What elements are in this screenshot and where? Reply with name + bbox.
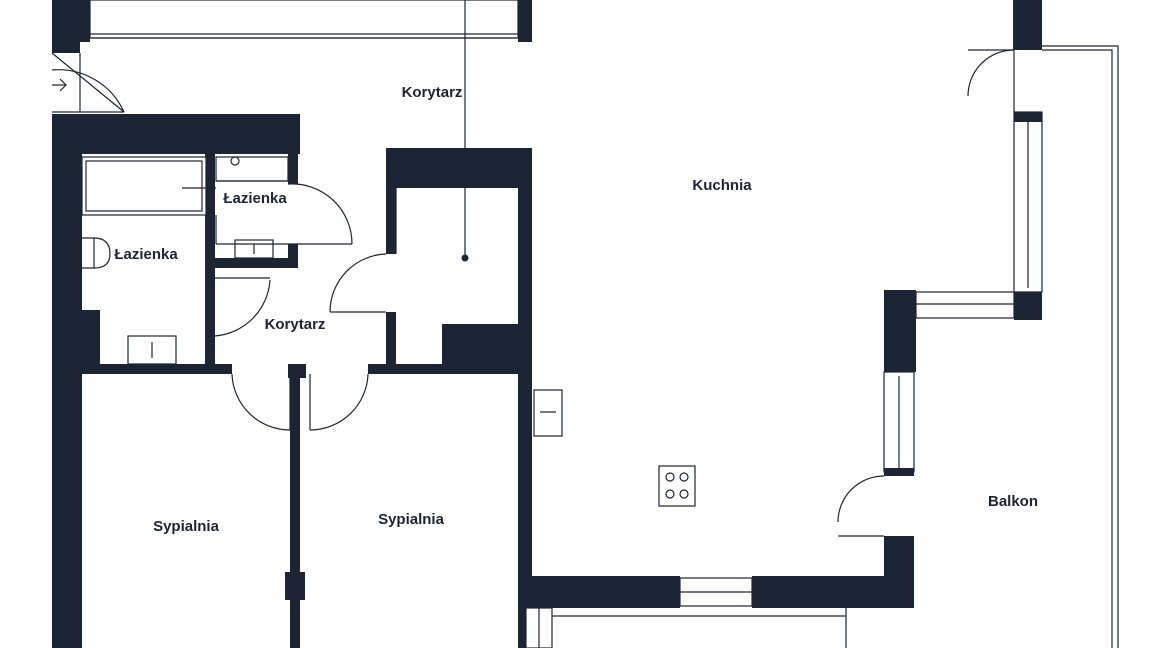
right-walls	[883, 111, 1043, 476]
wall-small-bath-right-lower	[288, 244, 298, 268]
small-bathroom-door	[215, 183, 353, 245]
wall-small-bath-right	[288, 154, 298, 184]
wall-core-right	[518, 148, 532, 648]
label-bedroom-left: Sypialnia	[153, 518, 220, 535]
bedroom-left-door-arc	[231, 373, 291, 431]
top-window	[89, 0, 519, 39]
wall-core-left	[386, 148, 396, 254]
bedroom-right-door-arc	[309, 373, 369, 431]
wall-small-bath-bottom	[215, 258, 295, 268]
sink-icon	[234, 239, 274, 259]
wall-right-corner	[1014, 290, 1042, 320]
wall-core-bottom-block	[442, 324, 532, 372]
toilet-icon	[82, 237, 111, 269]
sink-icon-kitchen	[533, 389, 563, 437]
balcony-door-bottom-arc	[837, 475, 885, 523]
wall-top-left	[52, 0, 80, 53]
wall-bedroom-left-top	[82, 364, 232, 374]
wall-top-right	[1013, 0, 1042, 50]
wall-window-cap-top	[1014, 112, 1042, 122]
label-kitchen: Kuchnia	[692, 177, 752, 194]
wall-left-inner	[82, 310, 100, 374]
label-corridor-middle: Korytarz	[265, 316, 326, 333]
wall-bedroom-divider	[290, 374, 300, 648]
bottom-window-strip	[525, 607, 846, 648]
label-bedroom-right: Sypialnia	[378, 511, 445, 528]
wall-core-top	[386, 148, 532, 188]
large-bathroom-door-arc	[214, 279, 271, 337]
wall-left-outer	[52, 114, 82, 648]
balcony-window-horizontal	[915, 291, 1015, 319]
wall-core-left-lower	[386, 312, 396, 370]
cooktop-icon	[658, 465, 696, 507]
wall-top-middle	[518, 0, 532, 42]
balcony-railing-inner	[1042, 49, 1113, 648]
entrance-door-leaf	[51, 52, 125, 113]
wall-bath-divider	[205, 154, 215, 266]
wall-bath-large-right	[205, 266, 215, 366]
wall-window-cap	[884, 468, 914, 476]
wall-bath-top	[52, 114, 300, 154]
balcony-outline	[845, 45, 1119, 648]
shaft-point	[461, 254, 469, 262]
balcony-door-top-arc	[967, 49, 1015, 97]
closet-door-arc	[329, 253, 387, 313]
shower-icon	[215, 156, 289, 182]
balcony-railing-outer	[1042, 45, 1119, 648]
central-core	[386, 148, 532, 648]
wall-kitchen-bottom-left	[528, 576, 680, 608]
arrow-right-icon	[52, 78, 67, 92]
top-walls	[52, 0, 1042, 53]
wall-bedroom-divider-column	[285, 572, 305, 600]
wall-top-left-jamb	[80, 0, 90, 42]
bedroom-right-door	[309, 373, 369, 431]
entrance-door-arc	[51, 69, 125, 113]
kitchen-bottom-walls	[528, 536, 914, 608]
bedroom-left-door	[231, 373, 291, 431]
label-balcony: Balkon	[988, 493, 1038, 510]
wall-kitchen-bottom-corner	[884, 536, 914, 608]
top-window-frame	[89, 0, 519, 39]
wall-right-mid-upper	[884, 290, 916, 372]
large-bathroom-door	[214, 277, 271, 337]
small-bathroom-door-arc	[287, 183, 353, 245]
entrance-door	[51, 52, 125, 113]
balcony-door-bottom	[837, 475, 885, 537]
closet-door	[329, 253, 387, 313]
label-bathroom-small: Łazienka	[223, 190, 287, 207]
balcony-door-top	[967, 49, 1015, 112]
label-bathroom-large: Łazienka	[114, 246, 178, 263]
bathtub-icon	[81, 156, 207, 216]
label-corridor-top: Korytarz	[402, 84, 463, 101]
sink-icon-large-bath	[127, 335, 177, 365]
